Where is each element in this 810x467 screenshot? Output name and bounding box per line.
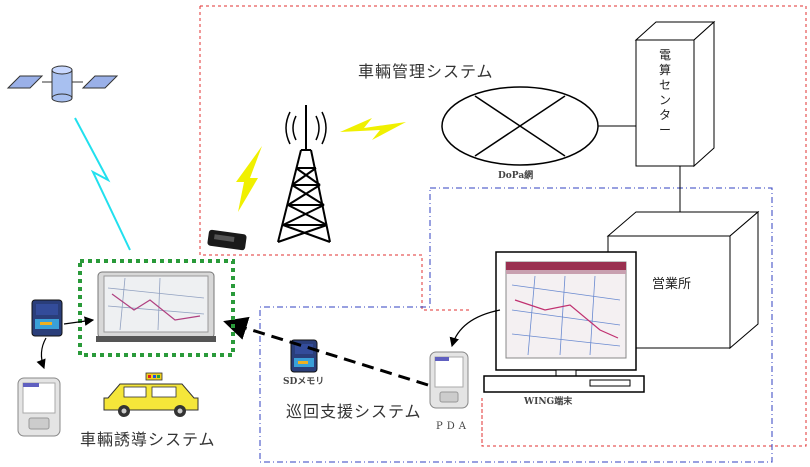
computing-center-icon [634, 20, 716, 168]
vehicle-guidance-system-label: 車輛誘導システム [80, 430, 216, 449]
pda-to-navigation-arrow [223, 316, 429, 387]
taxi-icon [103, 372, 199, 417]
dopa-network-icon [441, 86, 599, 166]
wing-terminal-icon [483, 251, 645, 393]
sd-to-pda-arrow [36, 337, 47, 370]
wireless-link-bolt-lower [236, 146, 262, 212]
vehicle-guidance-boundary [78, 259, 235, 357]
sd-memory-label: SDメモリ [283, 377, 325, 387]
computing-center-label: 電算センター [658, 48, 671, 137]
wing-to-pda-arrow [449, 309, 501, 348]
radio-tower-icon [277, 105, 331, 243]
communication-module-icon [207, 229, 247, 251]
car-navigation-screen-icon [96, 271, 216, 342]
wing-terminal-label: WING端末 [524, 397, 573, 407]
vehicle-management-system-label: 車輛管理システム [358, 62, 494, 81]
dopa-network-label: DoPa網 [498, 171, 534, 181]
satellite-link-bolt [74, 117, 131, 251]
satellite-icon [6, 65, 119, 103]
sd-to-navigation-arrow [63, 316, 95, 326]
sales-office-label: 営業所 [652, 277, 692, 292]
pda-label: PDA [436, 421, 470, 432]
patrol-support-boundary [259, 187, 773, 463]
pda-left-icon [17, 377, 61, 437]
pda-device-icon [429, 351, 469, 409]
patrol-support-system-label: 巡回支援システム [286, 402, 422, 421]
sd-card-left-icon [31, 299, 63, 337]
wireless-link-bolt-upper [340, 118, 406, 140]
